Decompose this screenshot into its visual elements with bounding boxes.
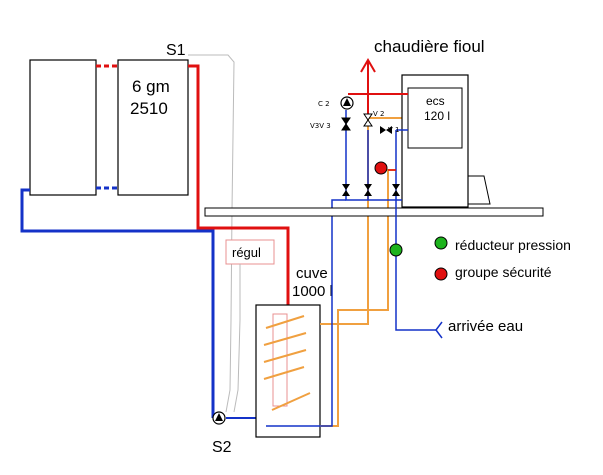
controller-label: régul — [232, 245, 261, 260]
hydraulic-blue-loop — [345, 110, 408, 201]
legend-reducer-dot — [434, 236, 448, 250]
solar-cold-pipe — [20, 188, 215, 418]
pressure-reducer-symbol — [389, 243, 403, 257]
valve-v3v3-label: V3V 3 — [310, 122, 331, 130]
collector-label-line1: 6 gm — [132, 77, 170, 96]
valve-c2-label: C 2 — [318, 100, 330, 108]
tank-label-line2: 1000 l — [292, 283, 333, 300]
ecs-tank — [407, 87, 463, 149]
orange-supply-pipe — [320, 117, 406, 325]
legend-safety-label: groupe sécurité — [455, 264, 552, 280]
ecs-label-line2: 120 l — [424, 109, 450, 123]
valve-v2-label: V 2 — [373, 110, 384, 118]
floor-slab — [204, 207, 544, 217]
controller-box — [225, 239, 275, 265]
boiler-burner — [468, 175, 491, 205]
tank-coil — [263, 315, 311, 411]
valve-v3v3-symbol — [341, 117, 351, 131]
sensor-s1-wire — [188, 54, 235, 413]
water-inlet-pipe — [395, 200, 436, 331]
tank-heat-exchanger — [272, 313, 288, 407]
valve-v1-label: V 1 — [388, 126, 399, 134]
sensor-s2-label: S2 — [212, 439, 232, 456]
valve-v2-symbol — [363, 113, 373, 127]
collector-panel-right — [117, 59, 189, 196]
collector-label-line2: 2510 — [130, 99, 168, 118]
tank-blue-return — [266, 199, 346, 427]
legend-safety-dot — [434, 267, 448, 281]
water-inlet-label: arrivée eau — [448, 318, 523, 335]
ecs-label-line1: ecs — [426, 94, 445, 108]
boiler-title: chaudière fioul — [374, 37, 485, 56]
collector-panel-left — [29, 59, 97, 196]
sensor-s1-label: S1 — [166, 42, 186, 59]
tank-label-line1: cuve — [296, 265, 328, 282]
controller-wire — [233, 264, 241, 413]
valve-v1-symbol — [380, 126, 392, 134]
safety-group-symbol — [374, 161, 388, 175]
legend-reducer-label: réducteur pression — [455, 237, 571, 253]
lower-valves — [342, 184, 400, 196]
solar-hot-pipe — [188, 64, 290, 314]
